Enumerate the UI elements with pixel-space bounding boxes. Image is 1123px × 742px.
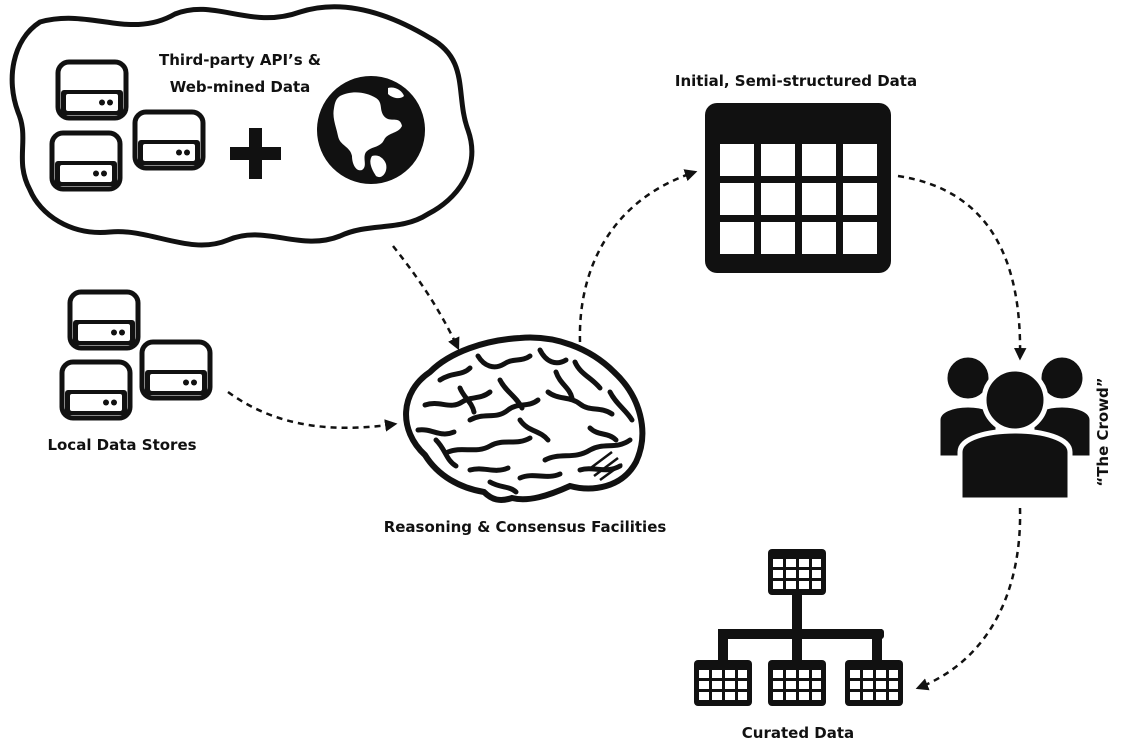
hierarchy-leaf-grid [694, 660, 752, 706]
hierarchy-leaf-grid [768, 660, 826, 706]
third-party-label-line1: Third-party API’s & [159, 51, 321, 69]
crowd-label: “The Crowd” [1094, 377, 1112, 486]
hierarchy-root-grid [768, 549, 826, 595]
reasoning-label: Reasoning & Consensus Facilities [384, 518, 667, 536]
hierarchy-icon [694, 549, 903, 706]
arrow-brain-to-table [578, 169, 698, 343]
server-icon [62, 362, 130, 418]
arrow-cloud-to-brain [392, 245, 460, 351]
arrow-crowd-to-curated [915, 507, 1022, 691]
local-data-stores: Local Data Stores [47, 292, 210, 454]
arrow-table-to-crowd [897, 174, 1027, 361]
server-icon [135, 112, 203, 168]
third-party-cloud: Third-party API’s & Web-mined Data [9, 4, 475, 248]
arrow-local-to-brain [227, 390, 398, 432]
cloud-outline [9, 4, 475, 248]
curated-label: Curated Data [742, 724, 854, 742]
brain-icon [403, 334, 646, 503]
server-icon [52, 133, 120, 189]
server-icon [70, 292, 138, 348]
table-icon [705, 103, 891, 273]
crowd-icon [935, 352, 1095, 503]
semi-structured-label: Initial, Semi-structured Data [675, 72, 917, 90]
local-data-stores-label: Local Data Stores [47, 436, 196, 454]
globe-icon [317, 76, 425, 184]
server-icon [142, 342, 210, 398]
third-party-label-line2: Web-mined Data [170, 78, 311, 96]
server-icon [58, 62, 126, 118]
hierarchy-leaf-grid [845, 660, 903, 706]
plus-icon [230, 128, 281, 179]
